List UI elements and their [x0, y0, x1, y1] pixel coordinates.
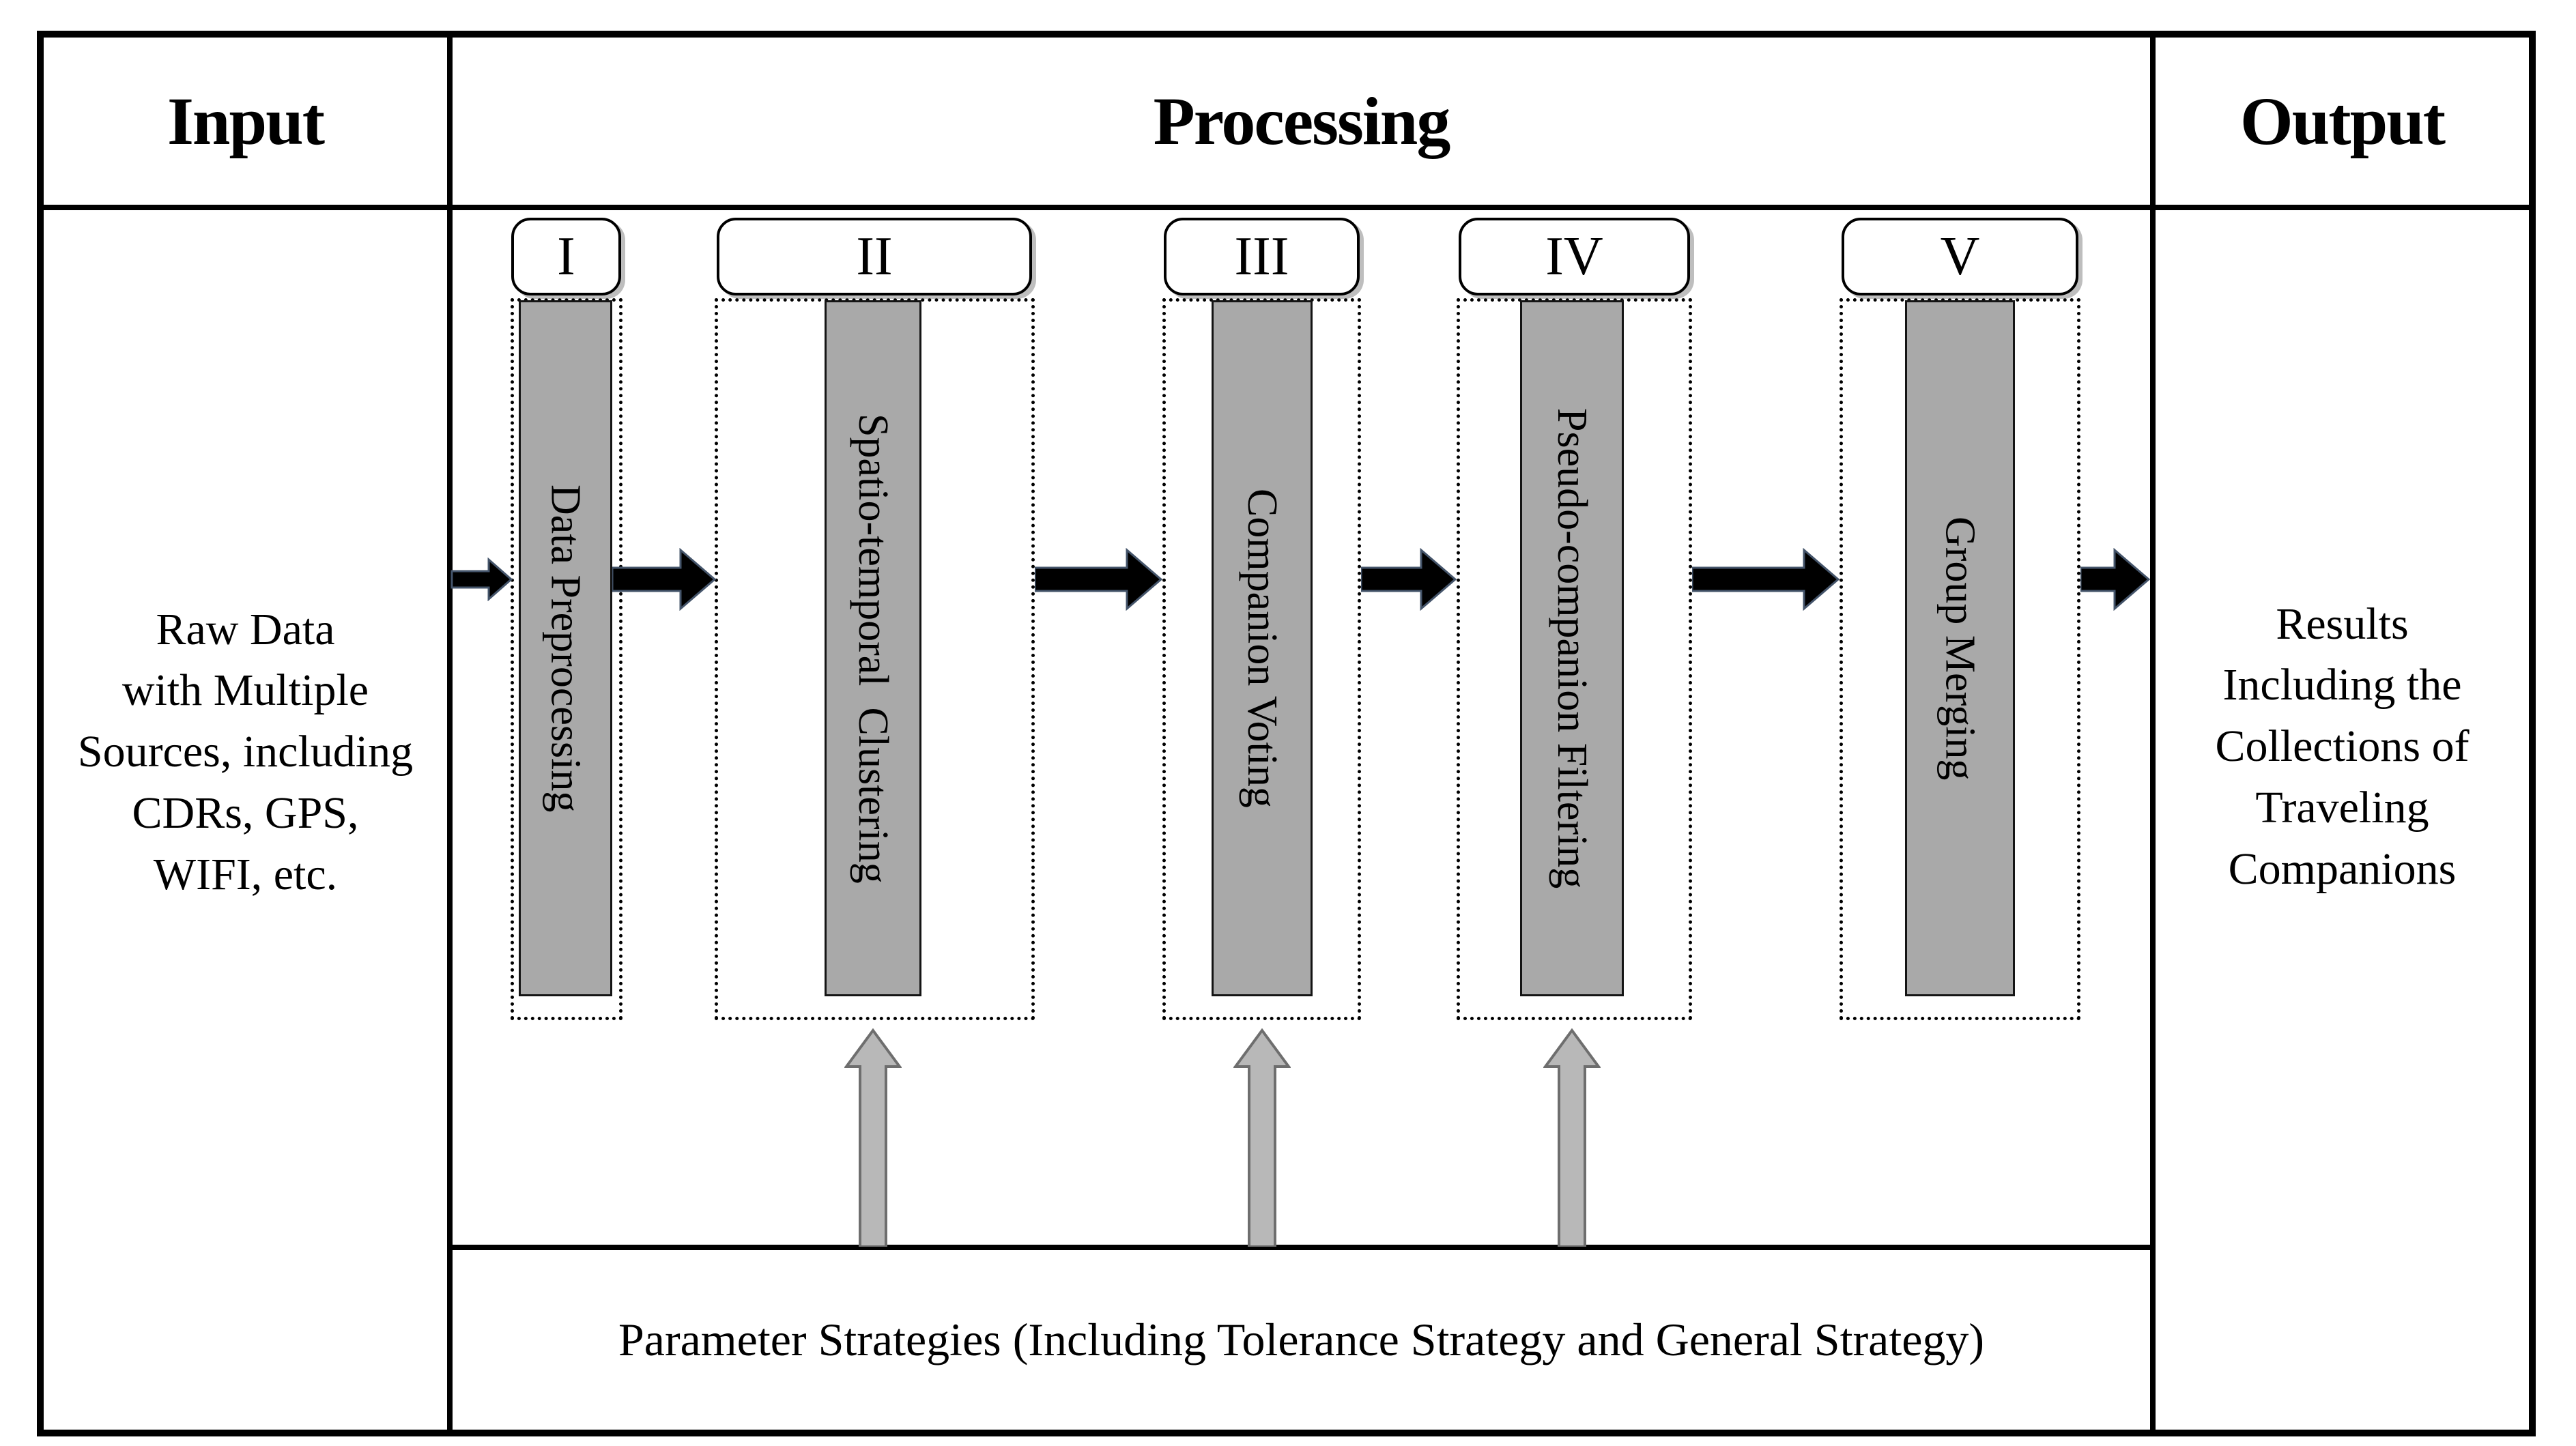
stage-5-label: Group Merging [1936, 516, 1984, 781]
output-description-line: Companions [2228, 843, 2457, 894]
output-description: Results Including the Collections of Tra… [2156, 210, 2529, 1283]
input-description-line: WIFI, etc. [153, 849, 338, 899]
input-description-line: Sources, including [77, 727, 414, 777]
flow-arrow-stage1-to-stage2-icon [612, 548, 716, 611]
stage-4-label: Pseudo-companion Filtering [1549, 407, 1595, 889]
stage-3-bar: Companion Voting [1212, 300, 1313, 996]
flow-arrow-stage5-to-output-icon [2080, 548, 2150, 611]
stage-1-numeral: I [557, 226, 575, 287]
stage-4-bar: Pseudo-companion Filtering [1520, 300, 1624, 996]
processing-header-label: Processing [1153, 83, 1451, 159]
flow-arrow-stage2-to-stage3-icon [1035, 548, 1162, 611]
stage-2-numeral: II [856, 226, 893, 287]
stage-5-tab: V [1842, 218, 2078, 295]
stage-4-numeral: IV [1545, 226, 1603, 287]
parameter-box-top-border [447, 1245, 2156, 1250]
flow-arrow-stage3-to-stage4-icon [1361, 548, 1457, 611]
stage-1-bar: Data Preprocessing [519, 300, 612, 996]
stage-1-dotted-box [511, 298, 622, 1020]
stage-5-numeral: V [1940, 226, 1980, 287]
header-cell-processing: Processing [453, 38, 2150, 205]
input-description-line: with Multiple [121, 665, 369, 716]
stage-2-label: Spatio-temporal Clustering [850, 413, 896, 884]
output-description-line: Results [2276, 598, 2409, 649]
divider-processing-output [2150, 38, 2156, 1430]
stage-1-label: Data Preprocessing [542, 484, 589, 813]
strategy-arrow-to-stage2-icon [844, 1028, 902, 1247]
stage-2-tab: II [717, 218, 1032, 295]
pipeline-diagram-frame: Input Processing Output Raw Data with Mu… [37, 31, 2536, 1436]
strategy-arrow-to-stage4-icon [1543, 1028, 1601, 1247]
header-row-divider [44, 205, 2529, 210]
stage-3-label: Companion Voting [1239, 489, 1285, 808]
output-header-label: Output [2239, 83, 2446, 159]
stage-2-bar: Spatio-temporal Clustering [825, 300, 921, 996]
input-header-label: Input [167, 83, 325, 159]
stage-3-dotted-box [1162, 298, 1361, 1020]
input-description-line: Raw Data [156, 604, 335, 654]
input-description: Raw Data with Multiple Sources, includin… [44, 210, 447, 1294]
stage-4-tab: IV [1459, 218, 1690, 295]
header-cell-output: Output [2156, 38, 2529, 205]
stage-4-dotted-box [1457, 298, 1692, 1020]
divider-input-processing [447, 38, 453, 1430]
flow-arrow-stage4-to-stage5-icon [1692, 548, 1840, 611]
input-description-line: CDRs, GPS, [132, 787, 359, 838]
parameter-strategies-box: Parameter Strategies (Including Toleranc… [453, 1250, 2150, 1430]
header-cell-input: Input [44, 38, 447, 205]
stage-2-dotted-box [715, 298, 1035, 1020]
parameter-strategies-label: Parameter Strategies (Including Toleranc… [618, 1314, 1985, 1365]
stage-3-numeral: III [1234, 226, 1289, 287]
output-description-line: Including the [2222, 660, 2462, 710]
stage-3-tab: III [1164, 218, 1360, 295]
flow-arrow-input-to-stage1-icon [450, 558, 513, 601]
stage-1-tab: I [511, 218, 621, 295]
output-description-line: Collections of [2215, 721, 2470, 772]
stage-5-bar: Group Merging [1905, 300, 2015, 996]
strategy-arrow-to-stage3-icon [1233, 1028, 1291, 1247]
output-description-line: Traveling [2255, 782, 2429, 833]
stage-5-dotted-box [1840, 298, 2080, 1020]
